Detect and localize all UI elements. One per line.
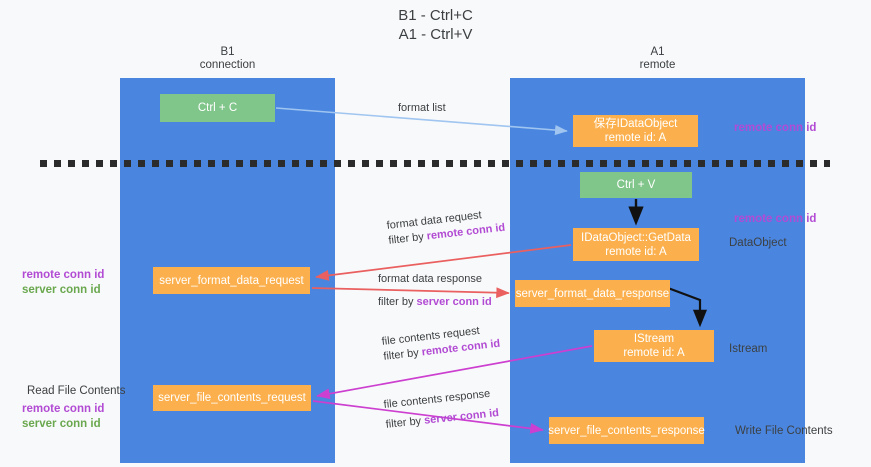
label-remote-conn-id-mid: remote conn id bbox=[734, 213, 817, 225]
node-server-file-contents-request[interactable]: server_file_contents_request bbox=[153, 385, 311, 411]
node-save-idataobject[interactable]: 保存IDataObject remote id: A bbox=[573, 115, 698, 147]
node-ctrl-v[interactable]: Ctrl + V bbox=[580, 172, 692, 198]
label-server-conn-id: server conn id bbox=[22, 418, 101, 430]
label-conn-ids-lower: remote conn id server conn id bbox=[22, 402, 104, 432]
label-remote-conn-id-top: remote conn id bbox=[734, 122, 817, 134]
key-server-conn-id: server conn id bbox=[416, 296, 492, 308]
arrow-format-data-response bbox=[311, 287, 510, 299]
caption-format-data-response: format data response filter by server co… bbox=[378, 272, 492, 310]
diagram-title: B1 - Ctrl+C A1 - Ctrl+V bbox=[398, 7, 473, 43]
node-ctrl-c[interactable]: Ctrl + C bbox=[160, 94, 275, 122]
lane-heading-b1: B1 connection bbox=[199, 46, 256, 71]
label-conn-ids-upper: remote conn id server conn id bbox=[22, 268, 104, 298]
label-write-file-contents: Write File Contents bbox=[735, 425, 833, 437]
phase-divider bbox=[40, 160, 830, 167]
caption-format-list-text: format list bbox=[398, 102, 446, 114]
node-server-format-data-request[interactable]: server_format_data_request bbox=[153, 267, 310, 294]
caption-format-list: format list bbox=[398, 101, 446, 116]
label-server-conn-id: server conn id bbox=[22, 284, 101, 296]
node-idataobject-getdata[interactable]: IDataObject::GetData remote id: A bbox=[573, 228, 699, 261]
label-dataobject: DataObject bbox=[729, 237, 787, 249]
arrow-format-data-request bbox=[315, 244, 572, 281]
label-remote-conn-id: remote conn id bbox=[22, 403, 105, 415]
arrow-file-contents-response bbox=[312, 400, 544, 434]
node-server-format-data-response[interactable]: server_format_data_response bbox=[515, 280, 670, 307]
node-istream[interactable]: IStream remote id: A bbox=[594, 330, 714, 362]
label-istream: Istream bbox=[729, 343, 768, 355]
label-remote-conn-id: remote conn id bbox=[22, 269, 105, 281]
node-server-file-contents-response[interactable]: server_file_contents_response bbox=[548, 417, 705, 444]
arrow-response-to-istream bbox=[667, 286, 708, 328]
lane-heading-a1: A1 remote bbox=[639, 46, 676, 71]
caption-format-data-response-filter: filter by server conn id bbox=[378, 296, 492, 308]
arrow-format-list bbox=[275, 107, 568, 136]
caption-format-data-response-main: format data response bbox=[378, 273, 482, 285]
arrow-file-contents-request bbox=[316, 345, 593, 400]
label-read-file-contents: Read File Contents bbox=[27, 385, 126, 397]
